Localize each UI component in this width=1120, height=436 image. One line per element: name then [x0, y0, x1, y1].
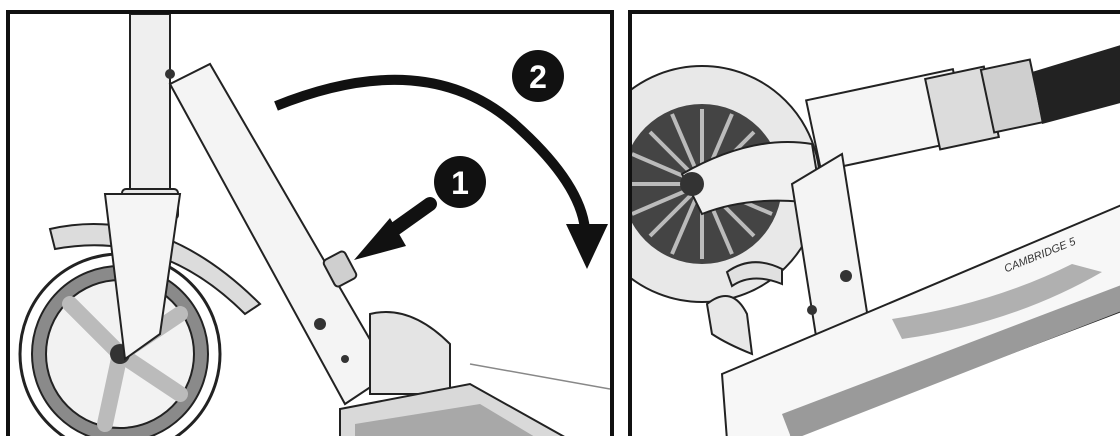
fold-step-illustration: 1 2	[6, 10, 614, 436]
fork-bolt	[680, 172, 704, 196]
steering-tube	[130, 14, 170, 204]
folded-scooter-illustration: CAMBRIDGE 5	[628, 10, 1120, 436]
ground-line	[470, 364, 610, 389]
step-2-label: 2	[529, 59, 547, 95]
arm-bolt-top	[165, 69, 175, 79]
hinge-block	[707, 296, 752, 354]
scooter-front-illustration: 1 2	[10, 14, 610, 436]
scooter-folded-illustration: CAMBRIDGE 5	[632, 14, 1120, 436]
arm-bolt	[840, 270, 852, 282]
handlebar-tube	[1032, 44, 1120, 124]
arm-bolt	[314, 318, 326, 330]
arm-bolt-small	[807, 305, 817, 315]
arm-bolt-small	[341, 355, 349, 363]
step2-arrow-head	[566, 224, 608, 269]
step-1-label: 1	[451, 165, 469, 201]
hinge-block	[370, 312, 450, 394]
